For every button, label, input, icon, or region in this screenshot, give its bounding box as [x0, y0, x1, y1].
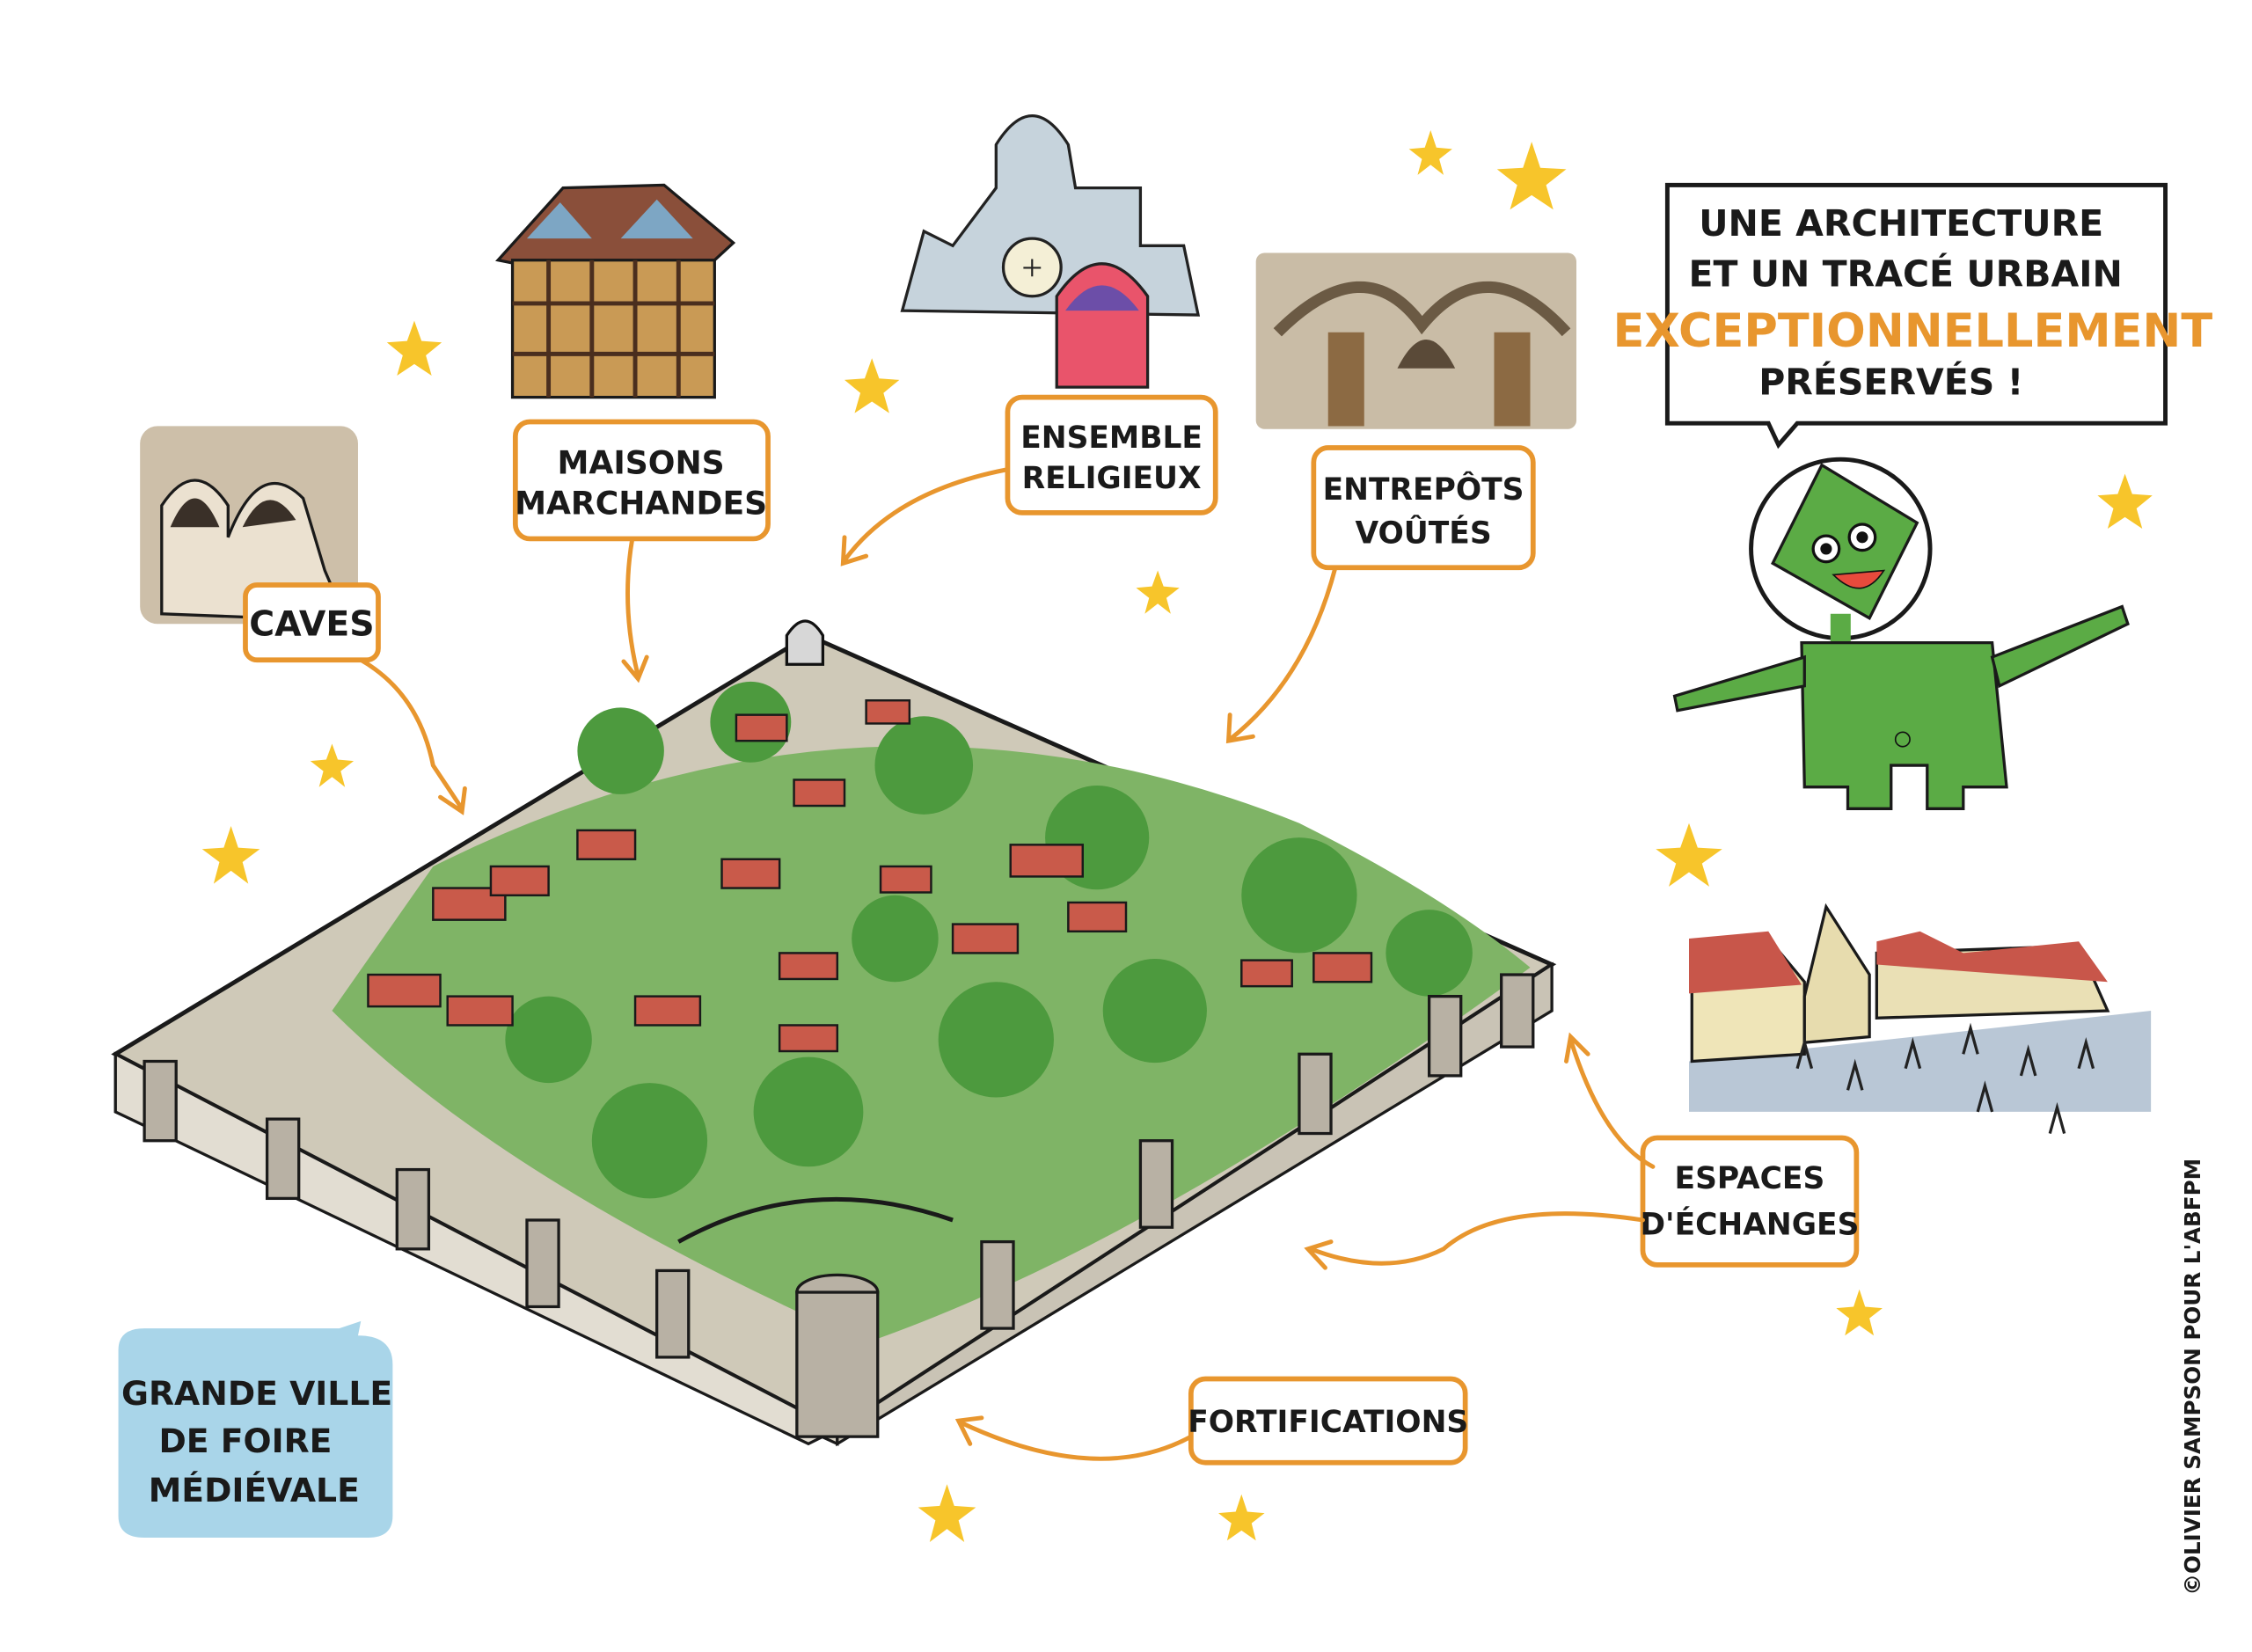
entrepots-label-line1: ENTREPÔTS	[1323, 471, 1524, 508]
star-icon	[201, 826, 260, 884]
entrepots-label-line2: VOÛTÉS	[1355, 515, 1491, 551]
religieux-label-line2: RELIGIEUX	[1022, 461, 1202, 496]
fortifications-label: FORTIFICATIONS	[1188, 1405, 1468, 1440]
caves-label-box	[243, 582, 381, 663]
espaces-arrow-up	[1564, 1032, 1656, 1169]
espaces-label-box	[1640, 1135, 1860, 1268]
star-icon	[1408, 130, 1452, 175]
church-image: +	[900, 113, 1201, 389]
star-icon	[1496, 142, 1567, 210]
alien-mascot	[1672, 457, 2130, 810]
religieux-arrow	[840, 467, 1010, 567]
medieval-city-model	[111, 619, 1557, 1447]
entrepots-arrow	[1225, 565, 1338, 744]
caves-arrow	[358, 657, 467, 815]
fortifications-arrow	[954, 1415, 1194, 1461]
title-line2: DE FOIRE	[158, 1422, 332, 1460]
bubble-line4: PRÉSERVÉS !	[1758, 361, 2023, 403]
star-icon	[844, 358, 900, 413]
bubble-line1: UNE ARCHITECTURE	[1699, 202, 2103, 245]
cross-icon: +	[1021, 248, 1042, 289]
title-box: GRANDE VILLE DE FOIRE MÉDIÉVALE	[118, 1320, 393, 1539]
religieux-label-line1: ENSEMBLE	[1020, 420, 1203, 456]
star-icon	[1656, 822, 1722, 887]
maisons-label-box	[512, 419, 771, 542]
title-line1: GRANDE VILLE	[121, 1374, 392, 1413]
star-icon	[310, 743, 355, 787]
religieux-label-box	[1005, 394, 1218, 515]
speech-bubble: UNE ARCHITECTURE ET UN TRACÉ URBAIN EXCE…	[1613, 182, 2213, 450]
stars-decoration	[201, 130, 2153, 1542]
caves-label: CAVES	[249, 603, 374, 644]
star-icon	[386, 320, 442, 376]
espaces-arrow-left	[1304, 1211, 1645, 1270]
maisons-label-line1: MAISONS	[558, 444, 725, 482]
copyright-credit: ©OLIVIER SAMPSON POUR L'ABFPM	[2180, 1159, 2205, 1596]
entrepots-label-box	[1311, 445, 1536, 571]
fortifications-label-box	[1188, 1376, 1468, 1466]
bubble-line2: ET UN TRACÉ URBAIN	[1688, 252, 2122, 295]
half-timbered-house-image	[495, 183, 736, 399]
vaulted-cellar-image	[1255, 252, 1576, 429]
bubble-highlight: EXCEPTIONNELLEMENT	[1613, 304, 2213, 358]
maisons-arrow	[621, 536, 649, 683]
star-icon	[1836, 1289, 1883, 1336]
star-icon	[918, 1484, 976, 1542]
star-icon	[1136, 570, 1180, 614]
espaces-label-line2: D'ÉCHANGES	[1640, 1206, 1859, 1242]
star-icon	[1218, 1494, 1265, 1541]
maisons-label-line2: MARCHANDES	[515, 485, 767, 523]
star-icon	[2097, 473, 2153, 529]
espaces-label-line1: ESPACES	[1675, 1161, 1825, 1196]
market-square-image	[1689, 895, 2152, 1141]
title-line3: MÉDIÉVALE	[149, 1471, 360, 1509]
